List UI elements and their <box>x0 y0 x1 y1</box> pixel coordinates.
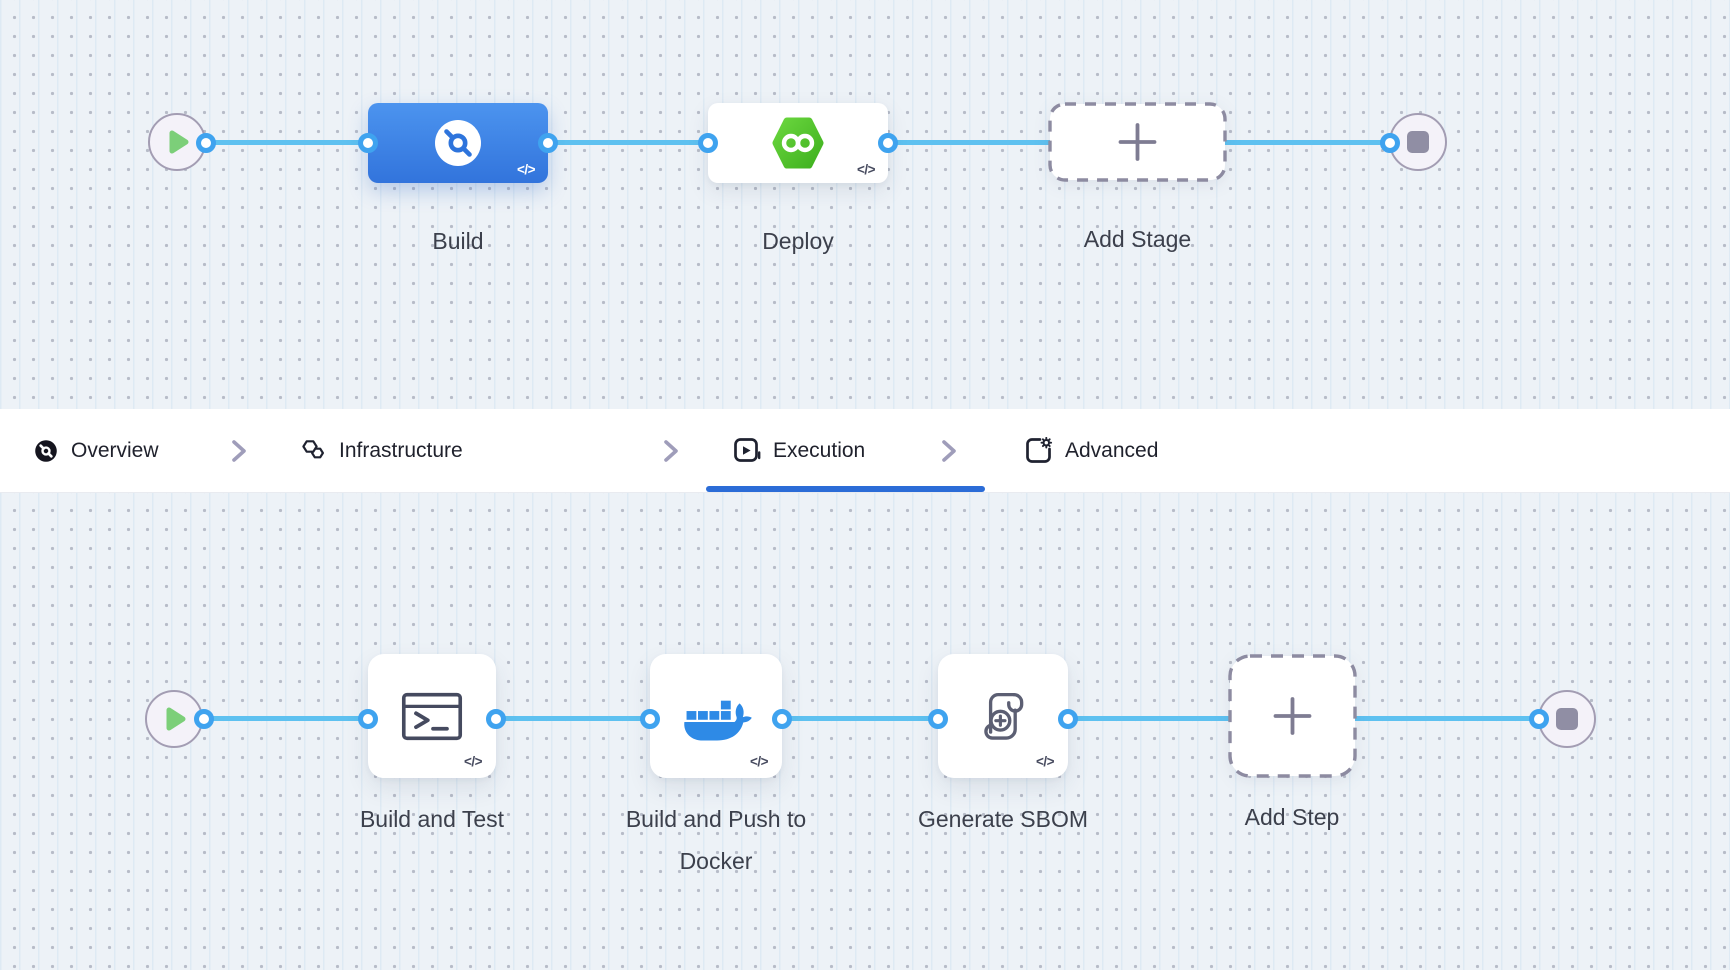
step-flow-start-node[interactable] <box>145 690 203 748</box>
tab-overview[interactable]: Overview <box>33 409 159 492</box>
chevron-right-icon <box>664 439 678 462</box>
plus-icon <box>1273 697 1312 735</box>
tab-label: Overview <box>71 438 159 462</box>
play-icon <box>169 130 189 154</box>
add-step-button[interactable] <box>1228 654 1357 783</box>
connector-port[interactable] <box>358 133 378 153</box>
stop-icon <box>1556 708 1578 730</box>
ci-build-icon <box>435 120 481 166</box>
plus-icon <box>1118 123 1157 161</box>
code-badge: </> <box>749 754 769 769</box>
overview-pie-icon <box>35 439 57 462</box>
terminal-icon <box>401 692 463 740</box>
connector-port[interactable] <box>878 133 898 153</box>
code-badge: </> <box>516 162 536 177</box>
connector-port[interactable] <box>196 133 216 153</box>
connector-port[interactable] <box>698 133 718 153</box>
stage-config-tabbar: Overview Infrastructure Execution <box>0 409 1730 493</box>
stage-flow-canvas: </> </> <box>0 0 1730 409</box>
step-card-build-and-test[interactable]: </> <box>368 654 496 778</box>
connector-port[interactable] <box>1380 133 1400 153</box>
gear-frame-icon <box>1026 437 1053 463</box>
play-icon <box>166 707 186 731</box>
connector-port[interactable] <box>928 709 948 729</box>
add-stage-label: Add Stage <box>1083 226 1192 252</box>
connector-port[interactable] <box>1058 709 1078 729</box>
step-card-generate-sbom[interactable]: </> <box>938 654 1068 778</box>
active-tab-indicator <box>706 486 985 492</box>
tab-label: Advanced <box>1065 438 1159 462</box>
stop-icon <box>1407 131 1429 153</box>
pipeline-start-node[interactable] <box>148 113 206 171</box>
tab-execution[interactable]: Execution <box>733 409 865 492</box>
step-connector-line <box>204 716 1539 721</box>
stage-card-deploy[interactable]: </> <box>708 103 888 183</box>
connector-port[interactable] <box>640 709 660 729</box>
chevron-right-icon <box>942 439 956 462</box>
step-card-build-and-push-to-docker[interactable]: </> <box>650 654 782 778</box>
connector-port[interactable] <box>772 709 792 729</box>
stage-label-build: Build <box>432 228 484 254</box>
code-badge: </> <box>463 754 483 769</box>
step-label-build-and-push-to-docker: Build and Push to Docker <box>625 806 807 874</box>
stage-label-deploy: Deploy <box>762 228 834 254</box>
code-badge: </> <box>1035 754 1055 769</box>
scroll-plus-icon <box>984 692 1024 740</box>
hexagons-icon <box>302 440 324 459</box>
connector-port[interactable] <box>194 709 214 729</box>
add-step-label: Add Step <box>1244 804 1340 830</box>
connector-port[interactable] <box>486 709 506 729</box>
connector-port[interactable] <box>538 133 558 153</box>
chevron-right-icon <box>232 439 246 462</box>
step-label-build-and-test: Build and Test <box>359 806 505 832</box>
tab-label: Infrastructure <box>339 438 463 462</box>
step-flow-canvas: </> </> </> <box>0 493 1730 970</box>
play-frame-icon <box>734 438 761 462</box>
tab-advanced[interactable]: Advanced <box>1025 409 1158 492</box>
connector-port[interactable] <box>1529 709 1549 729</box>
stage-card-build[interactable]: </> <box>368 103 548 183</box>
tab-infrastructure[interactable]: Infrastructure <box>300 409 463 492</box>
tab-label: Execution <box>773 438 866 462</box>
step-label-generate-sbom: Generate SBOM <box>917 806 1089 832</box>
cd-deploy-icon <box>772 117 824 169</box>
docker-whale-icon <box>684 700 752 740</box>
add-stage-button[interactable] <box>1048 102 1227 187</box>
code-badge: </> <box>856 162 876 177</box>
connector-port[interactable] <box>358 709 378 729</box>
